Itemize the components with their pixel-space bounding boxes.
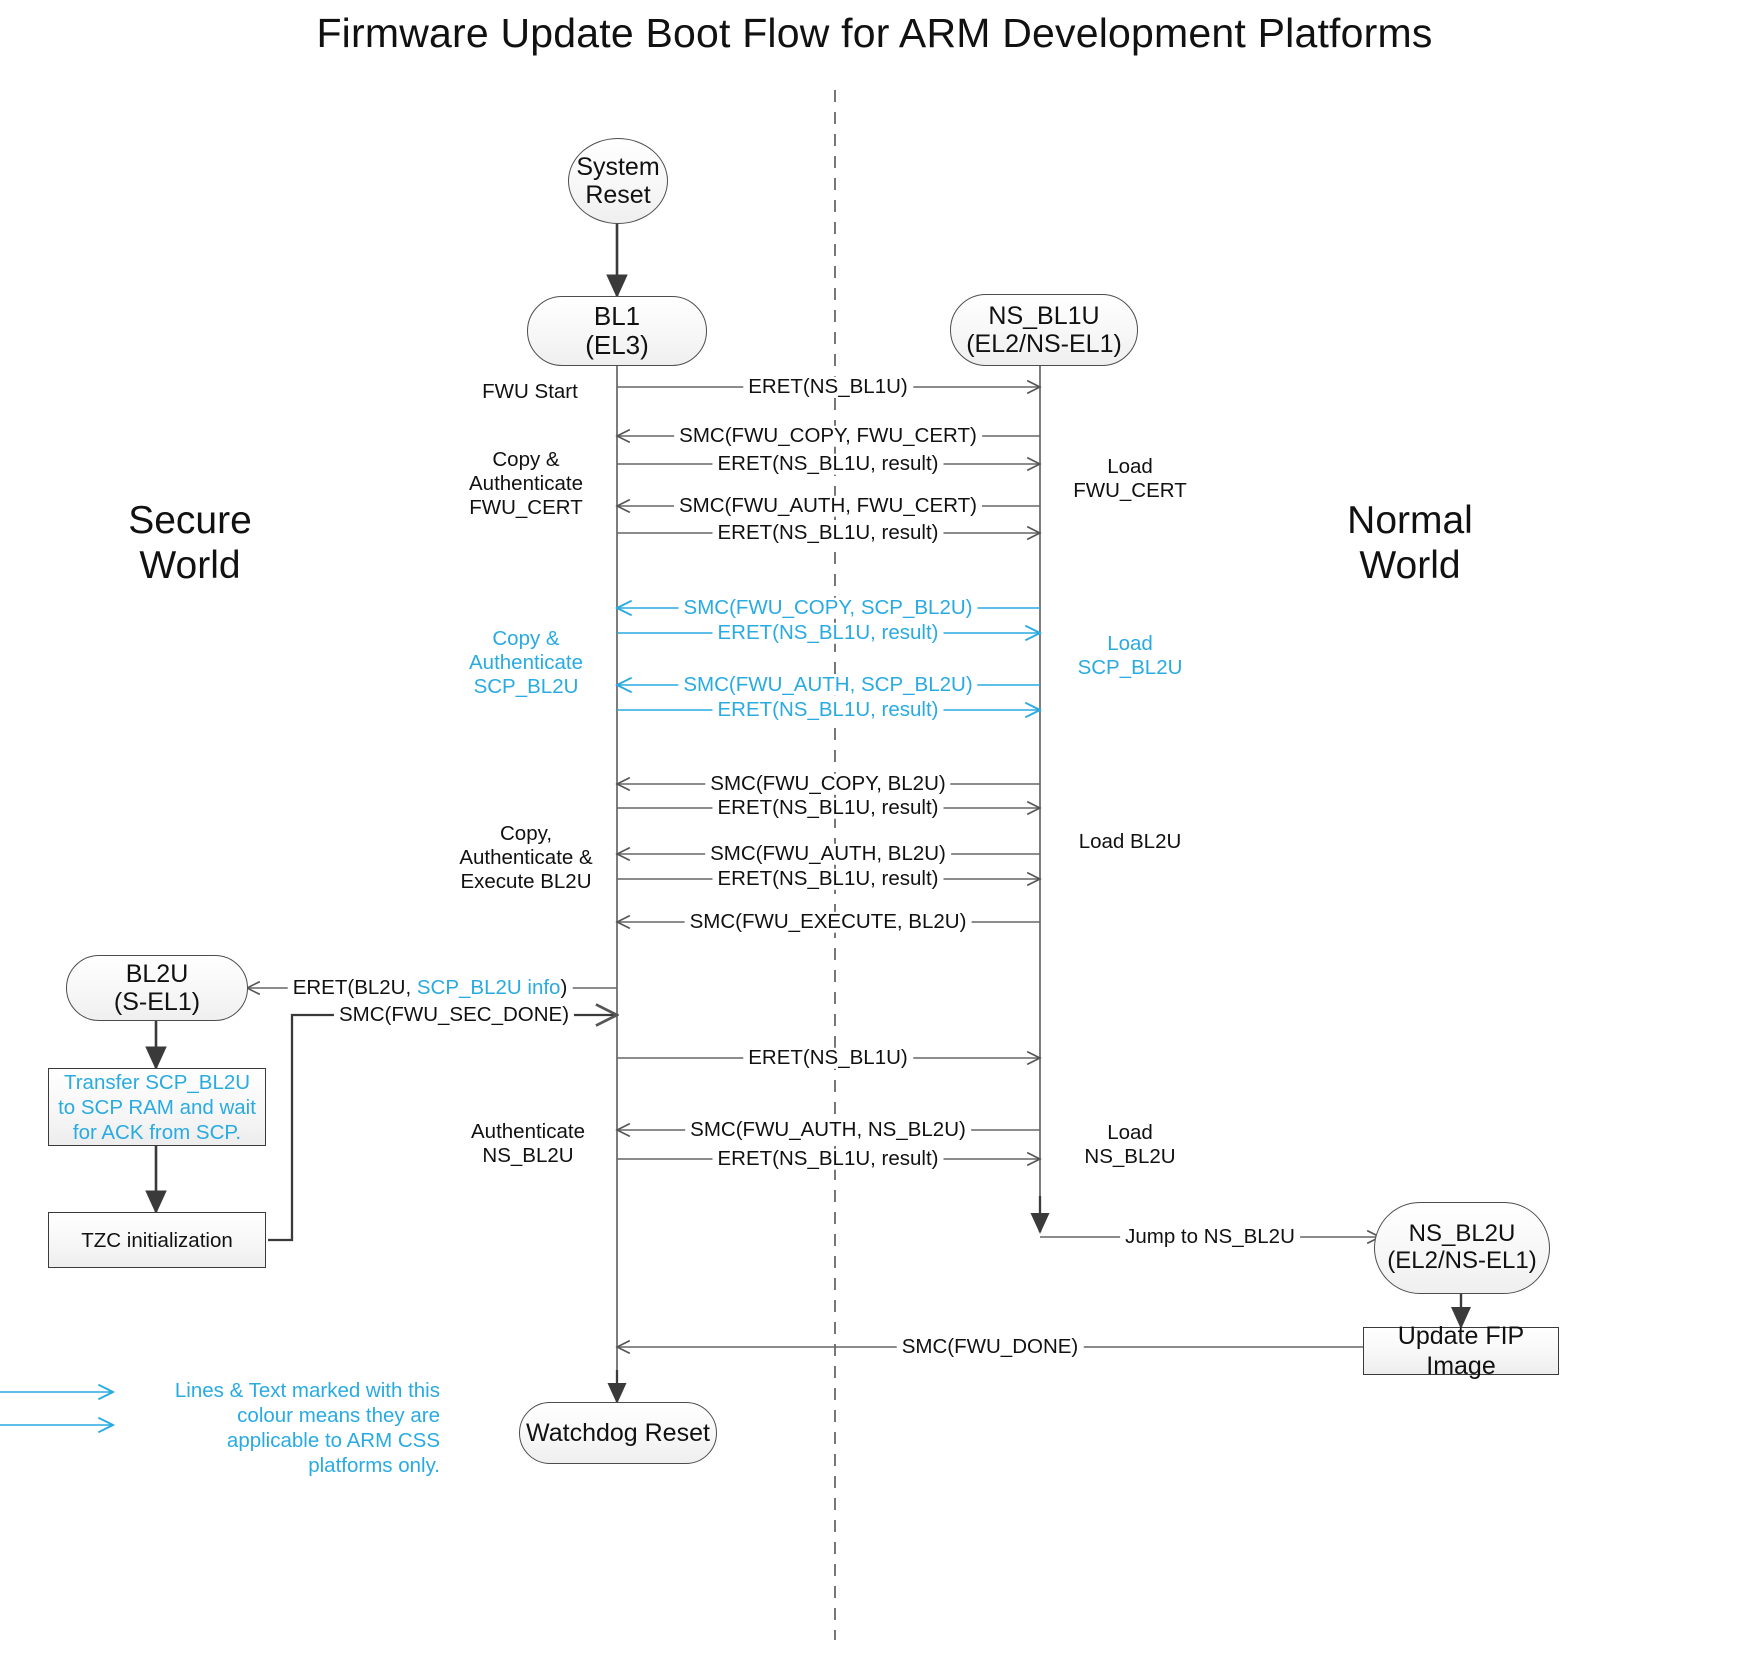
- node-ns-bl1u[interactable]: NS_BL1U (EL2/NS-EL1): [950, 294, 1138, 366]
- annotation-load-ns-bl2u: Load NS_BL2U: [1055, 1121, 1205, 1169]
- node-ns-bl2u[interactable]: NS_BL2U (EL2/NS-EL1): [1374, 1202, 1550, 1294]
- legend-note-text: Lines & Text marked with this colour mea…: [174, 1379, 440, 1477]
- message-label-m12: SMC(FWU_AUTH, BL2U): [705, 843, 951, 865]
- box-update-fip-image-label: Update FIP Image: [1397, 1321, 1525, 1381]
- node-ns-bl2u-line1: NS_BL2U: [1408, 1220, 1516, 1248]
- message-label-m9: ERET(NS_BL1U, result): [712, 699, 944, 721]
- node-bl2u-line1: BL2U: [125, 960, 189, 988]
- node-watchdog-reset-label: Watchdog Reset: [526, 1419, 710, 1447]
- message-label-m20: Jump to NS_BL2U: [1120, 1226, 1300, 1248]
- node-system-reset-line2: Reset: [585, 181, 651, 209]
- message-label-m4: SMC(FWU_AUTH, FWU_CERT): [674, 495, 982, 517]
- secure-world-line2: World: [139, 544, 241, 588]
- box-transfer-scp-bl2u[interactable]: Transfer SCP_BL2U to SCP RAM and wait fo…: [48, 1068, 266, 1146]
- annotation-copy-auth-scp-bl2u-l1: Copy &: [492, 627, 560, 650]
- annotation-authenticate-ns-bl2u: Authenticate NS_BL2U: [452, 1120, 604, 1168]
- annotation-load-scp-bl2u-l2: SCP_BL2U: [1077, 656, 1183, 680]
- annotation-copy-auth-exec-bl2u-l1: Copy,: [499, 822, 553, 845]
- annotation-load-fwu-cert-l1: Load: [1107, 455, 1153, 478]
- message-label-m10: SMC(FWU_COPY, BL2U): [705, 773, 951, 795]
- node-system-reset-line1: System: [576, 153, 660, 181]
- message-label-m14: SMC(FWU_EXECUTE, BL2U): [684, 911, 972, 933]
- message-label-m6: SMC(FWU_COPY, SCP_BL2U): [678, 597, 978, 619]
- legend-note: Lines & Text marked with this colour mea…: [140, 1378, 440, 1478]
- message-label-m17: ERET(NS_BL1U): [743, 1047, 913, 1069]
- annotation-load-fwu-cert: Load FWU_CERT: [1055, 455, 1205, 503]
- normal-world-line2: World: [1359, 544, 1461, 588]
- node-bl2u-line2: (S-EL1): [113, 988, 201, 1016]
- annotation-load-scp-bl2u: Load SCP_BL2U: [1055, 632, 1205, 680]
- annotation-load-ns-bl2u-l1: Load: [1107, 1121, 1153, 1144]
- annotation-load-bl2u-text: Load BL2U: [1078, 830, 1182, 853]
- message-label-m2: SMC(FWU_COPY, FWU_CERT): [674, 425, 982, 447]
- message-label-m21: SMC(FWU_DONE): [896, 1336, 1084, 1358]
- message-label-m16: SMC(FWU_SEC_DONE): [333, 1004, 575, 1026]
- annotation-copy-auth-fwu-cert-l2: Authenticate: [469, 472, 583, 496]
- annotation-copy-auth-scp-bl2u: Copy & Authenticate SCP_BL2U: [450, 627, 602, 700]
- message-label-m19: ERET(NS_BL1U, result): [712, 1148, 944, 1170]
- message-label-m13: ERET(NS_BL1U, result): [712, 868, 944, 890]
- annotation-copy-auth-fwu-cert: Copy & Authenticate FWU_CERT: [450, 448, 602, 521]
- secure-world-label: Secure World: [60, 498, 320, 588]
- node-ns-bl1u-line1: NS_BL1U: [988, 302, 1100, 330]
- node-system-reset[interactable]: System Reset: [568, 138, 668, 224]
- message-label-m15: ERET(BL2U, SCP_BL2U info): [287, 975, 573, 999]
- node-watchdog-reset[interactable]: Watchdog Reset: [519, 1402, 717, 1464]
- annotation-fwu-start-text: FWU Start: [482, 380, 578, 403]
- message-label-m3: ERET(NS_BL1U, result): [712, 453, 944, 475]
- node-bl2u[interactable]: BL2U (S-EL1): [66, 955, 248, 1021]
- box-update-fip-image[interactable]: Update FIP Image: [1363, 1322, 1559, 1380]
- node-bl1-line2: (EL3): [585, 330, 649, 360]
- message-label-m1: ERET(NS_BL1U): [743, 376, 913, 398]
- annotation-copy-auth-scp-bl2u-l2: Authenticate: [469, 651, 583, 675]
- annotation-copy-auth-exec-bl2u-l3: Execute BL2U: [460, 870, 592, 894]
- annotation-load-fwu-cert-l2: FWU_CERT: [1073, 479, 1187, 503]
- annotation-copy-auth-fwu-cert-l1: Copy &: [492, 448, 560, 471]
- message-label-m18: SMC(FWU_AUTH, NS_BL2U): [685, 1119, 971, 1141]
- node-ns-bl2u-line2: (EL2/NS-EL1): [1387, 1247, 1537, 1274]
- normal-world-label: Normal World: [1280, 498, 1540, 588]
- annotation-copy-auth-exec-bl2u: Copy, Authenticate & Execute BL2U: [440, 822, 612, 895]
- message-label-m11: ERET(NS_BL1U, result): [712, 797, 944, 819]
- secure-world-line1: Secure: [128, 499, 252, 542]
- annotation-copy-auth-scp-bl2u-l3: SCP_BL2U: [473, 675, 579, 699]
- message-label-m7: ERET(NS_BL1U, result): [712, 622, 944, 644]
- annotation-copy-auth-exec-bl2u-l2: Authenticate &: [459, 846, 593, 870]
- message-label-m15-tail: ): [560, 975, 568, 999]
- annotation-fwu-start: FWU Start: [460, 380, 600, 404]
- message-label-m8: SMC(FWU_AUTH, SCP_BL2U): [678, 674, 978, 696]
- box-tzc-initialization-label: TZC initialization: [81, 1228, 233, 1252]
- annotation-load-ns-bl2u-l2: NS_BL2U: [1084, 1145, 1176, 1169]
- node-ns-bl1u-line2: (EL2/NS-EL1): [966, 330, 1122, 358]
- normal-world-line1: Normal: [1347, 499, 1473, 542]
- page-title: Firmware Update Boot Flow for ARM Develo…: [316, 10, 1433, 56]
- annotation-authenticate-ns-bl2u-l1: Authenticate: [471, 1120, 585, 1143]
- box-tzc-initialization[interactable]: TZC initialization: [48, 1212, 266, 1268]
- message-label-m15-head: ERET(BL2U,: [292, 975, 417, 999]
- message-label-m15-highlight: SCP_BL2U info: [416, 975, 561, 999]
- node-bl1[interactable]: BL1 (EL3): [527, 296, 707, 366]
- box-transfer-scp-bl2u-label: Transfer SCP_BL2U to SCP RAM and wait fo…: [58, 1070, 256, 1144]
- annotation-authenticate-ns-bl2u-l2: NS_BL2U: [482, 1144, 574, 1168]
- annotation-copy-auth-fwu-cert-l3: FWU_CERT: [469, 496, 583, 520]
- message-label-m5: ERET(NS_BL1U, result): [712, 522, 944, 544]
- annotation-load-bl2u: Load BL2U: [1055, 830, 1205, 854]
- node-bl1-line1: BL1: [593, 300, 641, 331]
- annotation-load-scp-bl2u-l1: Load: [1107, 632, 1153, 655]
